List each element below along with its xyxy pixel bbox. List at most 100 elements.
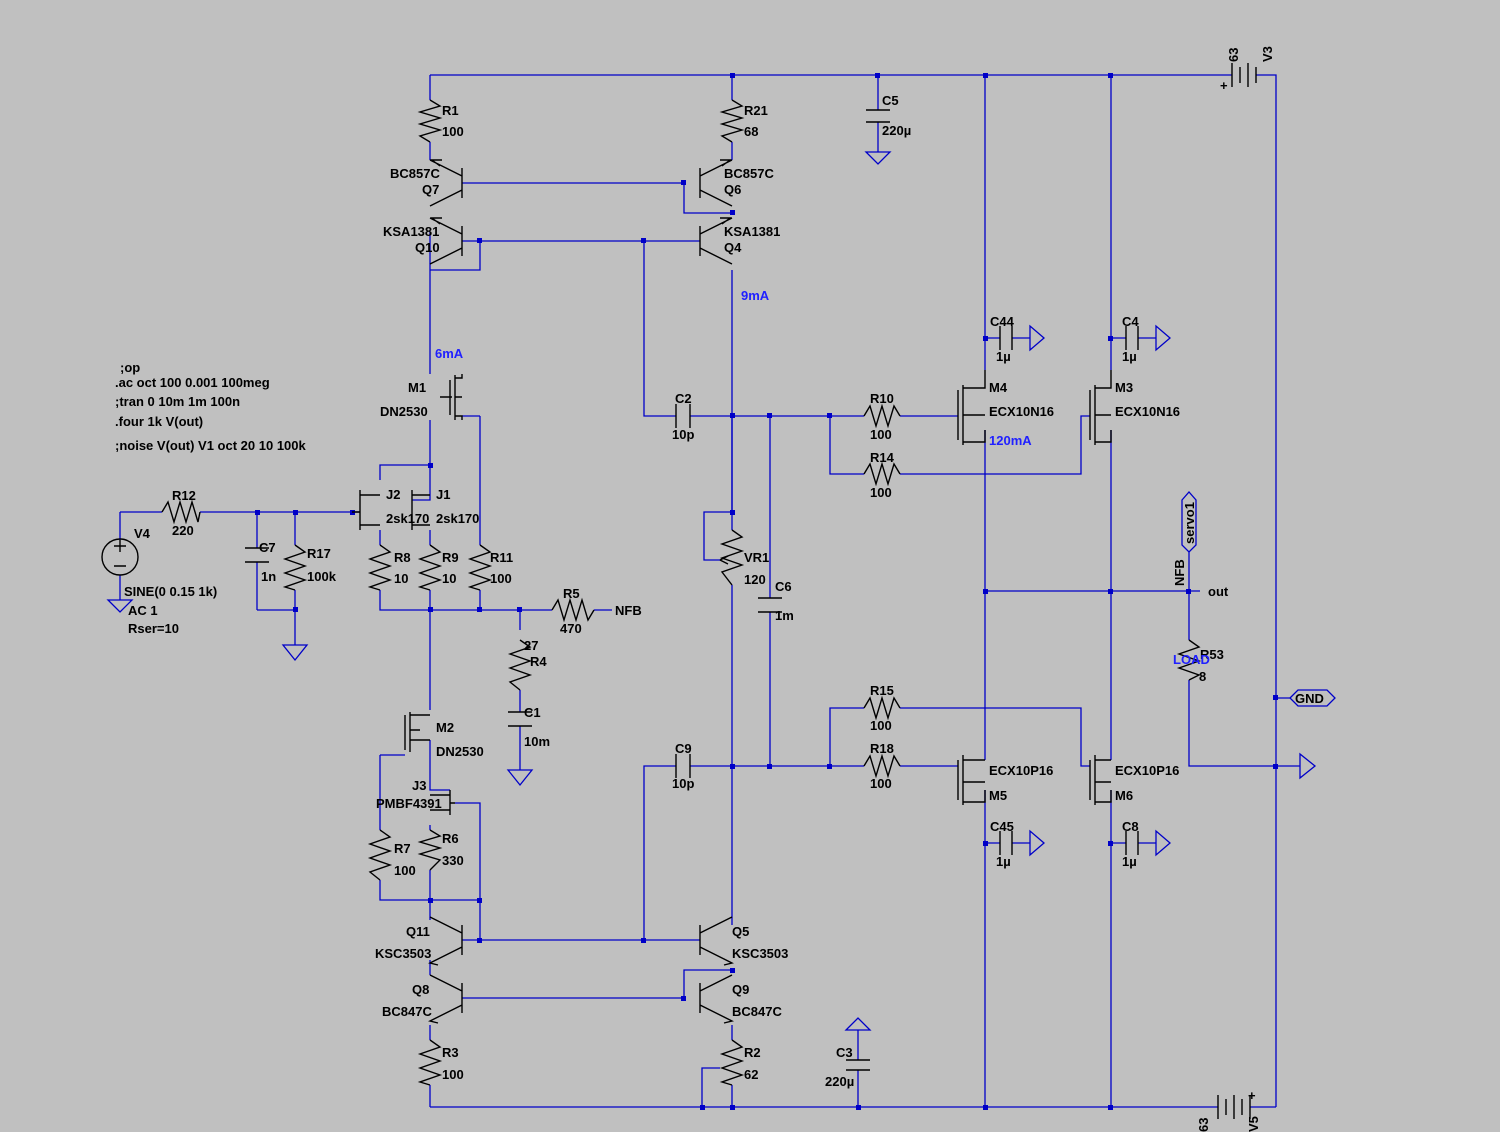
label-q4: Q4 bbox=[724, 240, 742, 255]
value-c3: 220µ bbox=[825, 1074, 854, 1089]
label-r21: R21 bbox=[744, 103, 768, 118]
resistor-r8 bbox=[367, 544, 393, 591]
label-q5: Q5 bbox=[732, 924, 749, 939]
value-r1: 100 bbox=[442, 124, 464, 139]
value-r10: 100 bbox=[870, 427, 892, 442]
label-v3: V3 bbox=[1260, 46, 1275, 62]
gnd-flag bbox=[1289, 689, 1336, 707]
jfet-j1 bbox=[411, 490, 430, 530]
value-vr1: 120 bbox=[744, 572, 766, 587]
label-c8: C8 bbox=[1122, 819, 1139, 834]
model-q11: KSC3503 bbox=[375, 946, 431, 961]
label-q7: Q7 bbox=[422, 182, 439, 197]
label-m2: M2 bbox=[436, 720, 454, 735]
jfet-j3 bbox=[430, 790, 455, 815]
directive-noise: ;noise V(out) V1 oct 20 10 100k bbox=[115, 438, 307, 453]
supply-v3 bbox=[1231, 63, 1257, 87]
label-q9: Q9 bbox=[732, 982, 749, 997]
label-vr1: VR1 bbox=[744, 550, 769, 565]
label-r4: R4 bbox=[530, 654, 547, 669]
transistor-q6 bbox=[699, 159, 733, 207]
label-m3: M3 bbox=[1115, 380, 1133, 395]
labels: ;op .ac oct 100 0.001 100meg ;tran 0 10m… bbox=[115, 46, 1324, 1132]
model-q5: KSC3503 bbox=[732, 946, 788, 961]
current-m4: 120mA bbox=[989, 433, 1032, 448]
value-r8: 10 bbox=[394, 571, 408, 586]
directive-four: .four 1k V(out) bbox=[115, 414, 203, 429]
capacitors bbox=[245, 109, 1139, 1071]
label-j2: J2 bbox=[386, 487, 400, 502]
label-r12: R12 bbox=[172, 488, 196, 503]
net-servo: servo1 bbox=[1182, 502, 1197, 544]
resistor-r14 bbox=[863, 461, 901, 487]
label-r15: R15 bbox=[870, 683, 894, 698]
label-q6: Q6 bbox=[724, 182, 741, 197]
value-c9: 10p bbox=[672, 776, 694, 791]
value-r3: 100 bbox=[442, 1067, 464, 1082]
resistor-r7 bbox=[367, 829, 393, 881]
label-q10: Q10 bbox=[415, 240, 440, 255]
label-r18: R18 bbox=[870, 741, 894, 756]
directive-tran: ;tran 0 10m 1m 100n bbox=[115, 394, 240, 409]
sources bbox=[101, 63, 1336, 1119]
label-c6: C6 bbox=[775, 579, 792, 594]
plus-v3: + bbox=[1220, 78, 1228, 93]
fets bbox=[352, 370, 1112, 815]
capacitor-c6 bbox=[758, 597, 782, 613]
value-c4: 1µ bbox=[1122, 349, 1137, 364]
net-nfb-output: NFB bbox=[1172, 559, 1187, 586]
net-gnd: GND bbox=[1295, 691, 1324, 706]
model-m5: ECX10P16 bbox=[989, 763, 1053, 778]
model-q6: BC857C bbox=[724, 166, 774, 181]
label-r2: R2 bbox=[744, 1045, 761, 1060]
mosfet-m3 bbox=[1089, 370, 1112, 445]
transistor-q10 bbox=[429, 217, 463, 265]
current-m1: 6mA bbox=[435, 346, 464, 361]
transistor-q4 bbox=[699, 217, 733, 265]
value-r7: 100 bbox=[394, 863, 416, 878]
value-r9: 10 bbox=[442, 571, 456, 586]
label-v4-rser: Rser=10 bbox=[128, 621, 179, 636]
label-r17: R17 bbox=[307, 546, 331, 561]
bjts bbox=[427, 159, 735, 1024]
model-j1: 2sk170 bbox=[436, 511, 479, 526]
value-c5: 220µ bbox=[882, 123, 911, 138]
label-c2: C2 bbox=[675, 391, 692, 406]
value-v5: 63 bbox=[1196, 1118, 1211, 1132]
value-r12: 220 bbox=[172, 523, 194, 538]
resistor-r3 bbox=[417, 1039, 443, 1086]
directive-op: ;op bbox=[120, 360, 140, 375]
mosfet-m5 bbox=[957, 755, 986, 805]
value-c6: 1m bbox=[775, 608, 794, 623]
value-r11: 100 bbox=[490, 571, 512, 586]
resistors bbox=[161, 99, 1202, 1086]
model-q4: KSA1381 bbox=[724, 224, 780, 239]
transistor-q11 bbox=[427, 916, 463, 966]
resistor-r2 bbox=[719, 1039, 745, 1086]
capacitor-c5 bbox=[866, 109, 890, 123]
resistor-r1 bbox=[417, 99, 443, 143]
supply-v5 bbox=[1217, 1095, 1251, 1119]
model-q7: BC857C bbox=[390, 166, 440, 181]
jfet-j2 bbox=[352, 490, 380, 530]
transistor-q7 bbox=[429, 159, 463, 207]
resistor-r53 bbox=[1176, 639, 1202, 681]
label-r14: R14 bbox=[870, 450, 895, 465]
value-r18: 100 bbox=[870, 776, 892, 791]
plus-v5: + bbox=[1248, 1088, 1256, 1103]
label-c7: C7 bbox=[259, 540, 276, 555]
capacitor-c9 bbox=[675, 754, 691, 778]
label-r1: R1 bbox=[442, 103, 459, 118]
value-r5: 470 bbox=[560, 621, 582, 636]
model-q8: BC847C bbox=[382, 1004, 432, 1019]
capacitor-c1 bbox=[508, 711, 532, 727]
label-c44: C44 bbox=[990, 314, 1015, 329]
label-j3: J3 bbox=[412, 778, 426, 793]
label-m6: M6 bbox=[1115, 788, 1133, 803]
net-out: out bbox=[1208, 584, 1229, 599]
model-q10: KSA1381 bbox=[383, 224, 439, 239]
label-r5: R5 bbox=[563, 586, 580, 601]
capacitor-c44 bbox=[999, 326, 1013, 350]
label-q11: Q11 bbox=[406, 924, 430, 939]
